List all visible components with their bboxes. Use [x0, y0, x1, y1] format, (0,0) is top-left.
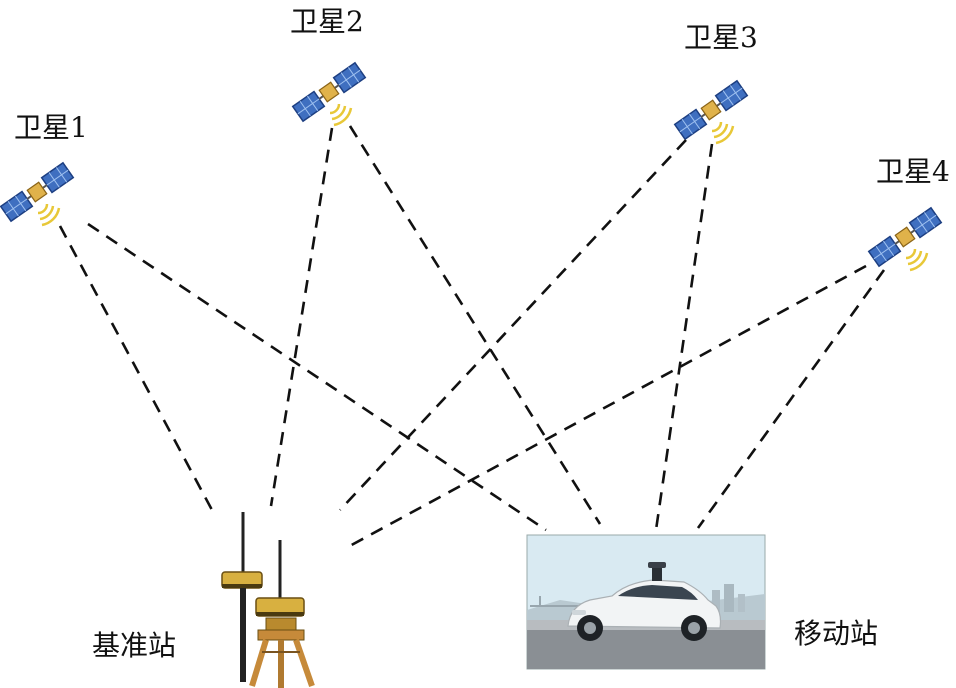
line-sat1-rover: [87, 222, 547, 532]
satellite-3-label: 卫星3: [684, 21, 758, 54]
satellite-4-icon: [867, 206, 943, 272]
satellite-1-icon: [0, 161, 75, 227]
base-station-label: 基准站: [92, 629, 177, 662]
satellite-1-label: 卫星1: [14, 111, 88, 144]
line-sat2-rover: [348, 125, 602, 525]
satellite-2-label: 卫星2: [290, 5, 364, 38]
line-sat3-rover: [654, 143, 714, 531]
satellite-2-icon: [291, 61, 367, 127]
signal-lines: [58, 125, 886, 550]
line-sat2-base: [269, 127, 334, 507]
mobile-station-label: 移动站: [794, 617, 879, 650]
line-sat4-rover: [696, 269, 886, 529]
base-station-icon: [221, 512, 315, 688]
line-sat3-base: [339, 139, 687, 511]
mobile-station-photo: [526, 534, 766, 670]
satellite-4-label: 卫星4: [876, 155, 950, 188]
line-sat1-base: [58, 225, 214, 511]
line-sat4-base: [345, 264, 867, 550]
satellite-3-icon: [673, 79, 749, 145]
